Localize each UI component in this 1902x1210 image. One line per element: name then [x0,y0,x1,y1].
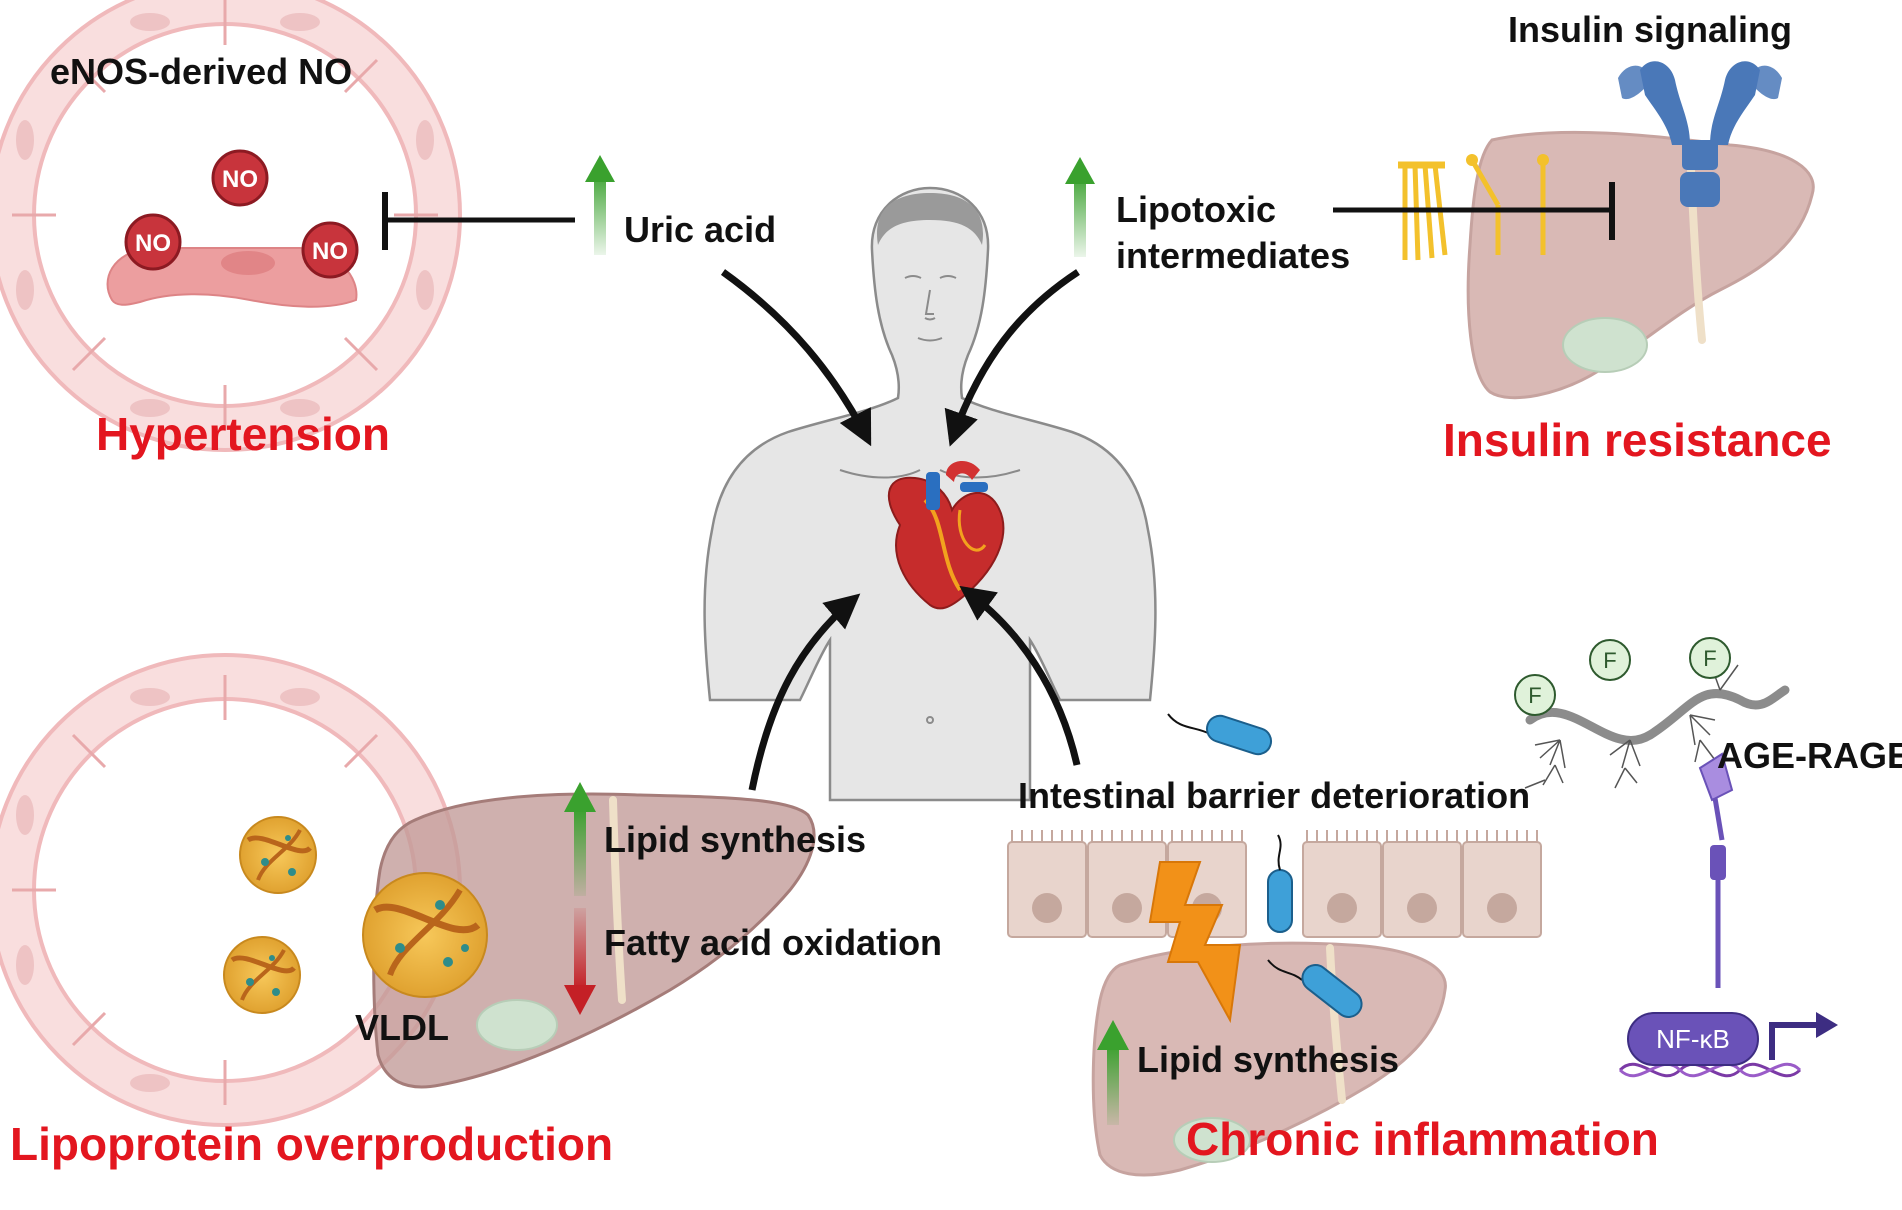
no-molecule: NO [124,213,182,271]
f-group-icon: F [1589,639,1631,681]
bacterium-icon [1167,713,1273,756]
inhibition-arrow-no [382,192,575,250]
arrow-lipotoxic-to-heart [944,269,1080,447]
vldl-particle-icon [223,936,301,1014]
lipid-synthesis-label: Lipid synthesis [604,819,866,860]
vldl-particle-icon [239,816,317,894]
no-molecule: NO [301,221,359,279]
increase-arrow-icon [585,155,615,182]
decrease-arrow-icon [564,985,596,1015]
nfkb-label: NF-κB [1656,1024,1730,1054]
insulin-signaling-label: Insulin signaling [1508,9,1792,50]
curved-arrows [720,269,1081,791]
hypertension-title: Hypertension [96,408,390,460]
vldl-label: VLDL [355,1007,449,1048]
lightning-bolt-icon [1148,861,1242,1024]
chronic-inflammation-title: Chronic inflammation [1186,1113,1659,1165]
bacterium-icon [1267,834,1293,933]
f-group-icon: F [1689,637,1731,679]
increase-arrow-shaft [594,170,606,255]
intestinal-epithelium-icon [1007,830,1542,938]
lipid-synthesis-label-liver: Lipid synthesis [1137,1039,1399,1080]
liver-icon [1466,130,1815,400]
lipotoxic-label: Lipotoxic [1116,189,1276,230]
increase-arrow-shaft [1074,172,1086,257]
lipoprotein-overproduction-title: Lipoprotein overproduction [10,1118,613,1170]
nfkb-complex-icon: NF-κB [1627,1012,1759,1066]
insulin-receptor-icon [1618,61,1782,207]
arrow-inflammation-to-heart [959,585,1081,766]
f-label: F [1603,648,1616,673]
intestinal-barrier-label: Intestinal barrier deterioration [1018,775,1530,816]
increase-arrow-icon [564,782,596,812]
transcription-arrow-icon [1769,1012,1838,1060]
increase-arrow-shaft [574,808,586,896]
f-label: F [1528,683,1541,708]
hypertension-panel: NO NO NO eNOS-derived NO Hypertension [0,0,462,460]
age-rage-label: AGE-RAGE [1717,735,1902,776]
blood-vessel-ring [0,0,462,452]
uric-acid-group: Uric acid [585,155,776,255]
no-label: NO [222,166,258,193]
chronic-inflammation-panel: Intestinal barrier deterioration [1007,637,1902,1177]
insulin-resistance-panel: Insulin signaling Insulin resistance [1333,9,1832,466]
decrease-arrow-shaft [574,908,586,990]
arrow-uric-to-heart [720,269,872,447]
increase-arrow-icon [1097,1020,1129,1050]
f-group-icon: F [1514,674,1556,716]
bacterium-icon [1267,959,1363,1018]
increase-arrow-shaft [1107,1045,1119,1125]
arrow-lipid-to-heart [748,593,861,791]
uric-acid-label: Uric acid [624,209,776,250]
no-label: NO [135,230,171,257]
lipotoxic-group: Lipotoxic intermediates [1065,157,1350,276]
dna-icon [1618,1062,1802,1078]
insulin-resistance-title: Insulin resistance [1443,414,1832,466]
no-molecule: NO [211,149,269,207]
intermediates-label: intermediates [1116,235,1350,276]
f-label: F [1703,646,1716,671]
vldl-particle-icon [362,872,488,998]
fatty-acid-oxidation-label: Fatty acid oxidation [604,922,942,963]
increase-arrow-icon [1065,157,1095,184]
inhibition-arrow-insulin [1333,182,1615,240]
lipid-regulation-group: Lipid synthesis Fatty acid oxidation [564,782,942,1015]
rage-receptor-icon [1698,752,1734,988]
heart-icon [887,460,1005,610]
no-label: NO [312,238,348,265]
lipoprotein-panel: VLDL Lipoprotein overproduction [0,653,816,1170]
enos-derived-no-label: eNOS-derived NO [50,51,352,92]
